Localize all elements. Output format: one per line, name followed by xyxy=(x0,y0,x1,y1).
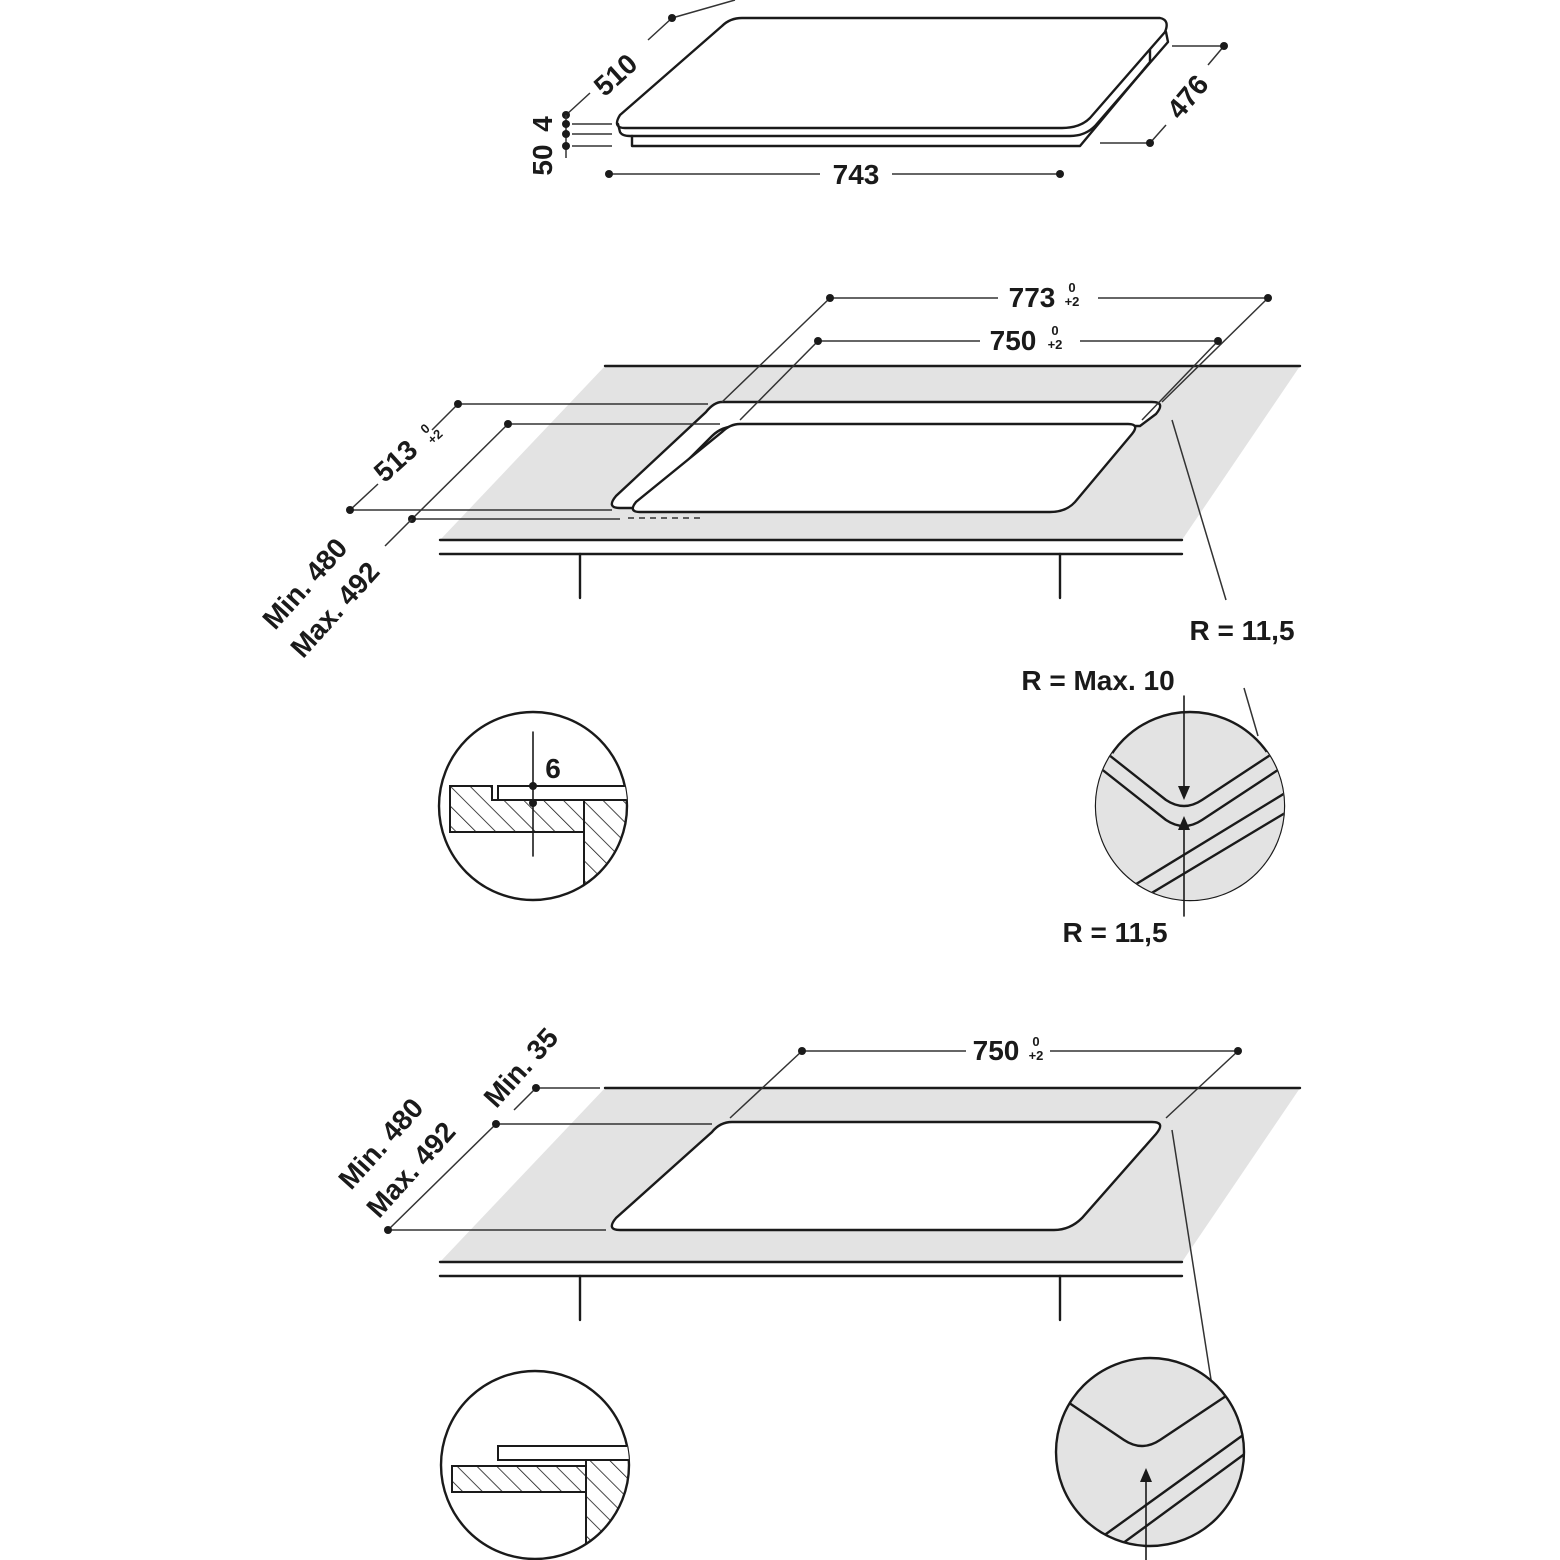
dim-743: 743 xyxy=(605,159,1064,190)
standard-cutout-view: 750 0 +2 Min. 35 Min. 480 Max. 492 xyxy=(332,1022,1302,1387)
svg-text:0: 0 xyxy=(1051,323,1058,338)
detail-standard-section xyxy=(439,1369,631,1560)
svg-text:+2: +2 xyxy=(1029,1048,1044,1063)
dim-510: 510 xyxy=(562,0,736,119)
label-min-35: Min. 35 xyxy=(478,1022,565,1113)
label-513: 513 xyxy=(368,434,423,488)
cutout-outline xyxy=(631,422,1137,514)
label-476: 476 xyxy=(1161,69,1215,125)
label-height-4: 4 xyxy=(527,116,558,132)
hob-glass-top xyxy=(615,16,1168,130)
label-height-50: 50 xyxy=(527,144,558,175)
label-510: 510 xyxy=(588,48,643,102)
dim-773: 773 0 +2 xyxy=(721,280,1272,403)
label-radius-max-10: R = Max. 10 xyxy=(1021,665,1174,696)
flush-cutout-view: 773 0 +2 750 0 +2 513 0 +2 xyxy=(256,280,1302,663)
label-step-6: 6 xyxy=(545,753,561,784)
hob-body xyxy=(630,48,1152,148)
hob-glass-edge xyxy=(616,30,1170,138)
detail-corner-flush: R = Max. 10 R = 11,5 xyxy=(1021,665,1286,948)
svg-text:+2: +2 xyxy=(1048,337,1063,352)
dim-476: 476 xyxy=(1100,42,1228,147)
svg-text:+2: +2 xyxy=(1065,294,1080,309)
svg-text:0: 0 xyxy=(1032,1034,1039,1049)
dim-min-35: Min. 35 xyxy=(478,1022,600,1113)
label-750-standard: 750 xyxy=(973,1035,1020,1066)
label-radius-flush: R = 11,5 xyxy=(1189,615,1294,646)
detail-corner-standard xyxy=(1054,1356,1246,1560)
dim-750-standard: 750 0 +2 xyxy=(729,1034,1242,1119)
cutout-outline-standard xyxy=(610,1120,1162,1232)
detail-rebate-section: 6 xyxy=(437,710,629,902)
svg-text:0: 0 xyxy=(1068,280,1075,295)
label-radius-11-5-detail: R = 11,5 xyxy=(1062,917,1167,948)
dim-heights: 4 50 xyxy=(527,115,612,176)
label-750-flush: 750 xyxy=(990,325,1037,356)
hob-view: 510 476 4 50 xyxy=(527,0,1228,190)
dim-750-flush: 750 0 +2 xyxy=(739,323,1222,421)
label-773: 773 xyxy=(1009,282,1056,313)
label-743: 743 xyxy=(833,159,880,190)
